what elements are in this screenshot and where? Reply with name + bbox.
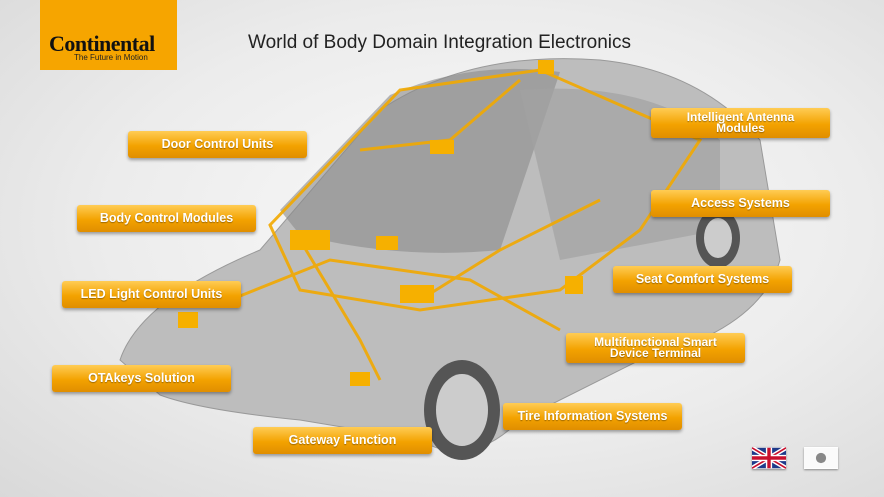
tire-information-systems-button[interactable]: Tire Information Systems (503, 403, 682, 430)
continental-logo: Continental The Future in Motion (40, 0, 177, 70)
seat-comfort-systems-button[interactable]: Seat Comfort Systems (613, 266, 792, 293)
logo-tagline: The Future in Motion (74, 53, 148, 62)
door-control-units-button[interactable]: Door Control Units (128, 131, 307, 158)
page-title: World of Body Domain Integration Electro… (248, 32, 631, 53)
access-systems-button[interactable]: Access Systems (651, 190, 830, 217)
gateway-function-button[interactable]: Gateway Function (253, 427, 432, 454)
intelligent-antenna-modules-button[interactable]: Intelligent Antenna Modules (651, 108, 830, 138)
logo-brand: Continental (49, 31, 155, 56)
otakeys-solution-button[interactable]: OTAkeys Solution (52, 365, 231, 392)
uk-flag-icon[interactable] (752, 447, 786, 469)
japan-flag-icon[interactable] (804, 447, 838, 469)
body-control-modules-button[interactable]: Body Control Modules (77, 205, 256, 232)
led-light-control-units-button[interactable]: LED Light Control Units (62, 281, 241, 308)
smart-device-terminal-button[interactable]: Multifunctional Smart Device Terminal (566, 333, 745, 363)
